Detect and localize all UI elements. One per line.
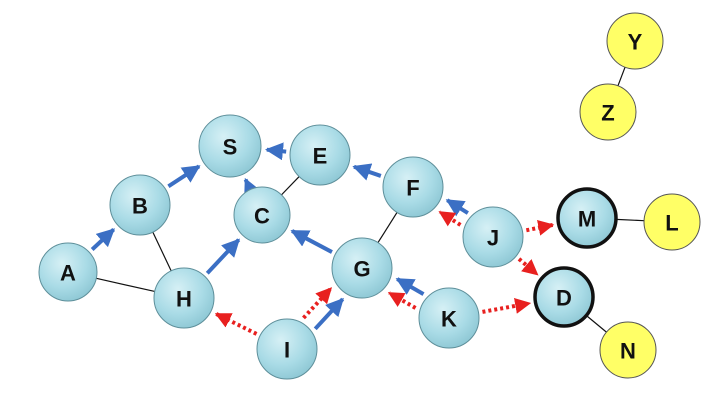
node-Y: Y [606,12,664,70]
node-label-A: A [60,261,76,286]
node-label-F: F [406,176,419,201]
node-Z: Z [579,83,637,141]
edge-arrow-E-S [265,142,287,161]
node-circle-E [289,124,351,186]
edge-dotted-arrow-J-M [525,219,555,236]
node-label-N: N [620,339,636,364]
node-label-E: E [313,144,328,169]
edge-arrow-K-G [395,277,425,296]
node-circle-A [38,242,98,302]
node-label-M: M [578,207,596,232]
node-label-J: J [487,226,499,251]
edge-arrow-H-C [205,238,241,275]
node-circle-S [198,114,262,178]
node-D: D [533,266,595,328]
node-circle-K [418,287,480,349]
edge-arrow-B-S [167,164,201,189]
node-label-D: D [556,286,572,311]
node-circle-Z [579,83,637,141]
edge-arrow-J-F [445,198,469,217]
node-L: L [643,193,701,251]
node-circle-C [233,186,291,244]
edge-line-Y-Z [617,66,626,87]
edge-arrow-F-E [352,163,382,181]
edge-line-C-E [281,176,300,196]
edge-dotted-arrow-J-F [438,210,462,227]
node-circle-N [599,321,657,379]
node-label-Y: Y [628,30,643,55]
node-label-L: L [665,211,678,236]
node-H: H [153,267,215,329]
node-J: J [462,206,524,268]
node-circle-M [556,187,618,249]
node-label-H: H [176,287,192,312]
edge-dotted-arrow-I-H [214,312,258,336]
node-label-K: K [441,307,457,332]
node-circle-I [256,318,318,380]
node-circle-D [533,266,595,328]
edge-arrow-I-G [313,297,345,331]
node-K: K [418,287,480,349]
edge-line-B-H [152,231,172,272]
node-E: E [289,124,351,186]
node-I: I [256,318,318,380]
edge-line-A-H [96,277,155,293]
node-label-S: S [223,135,238,160]
edge-line-D-N [585,315,607,333]
node-label-B: B [132,194,148,219]
node-circle-Y [606,12,664,70]
node-label-I: I [284,338,290,363]
edge-dotted-arrow-K-D [482,298,532,314]
edge-dotted-arrow-K-G [387,291,417,310]
node-G: G [331,237,393,299]
node-N: N [599,321,657,379]
edge-arrow-G-C [290,229,333,254]
node-circle-L [643,193,701,251]
node-circle-G [331,237,393,299]
node-circle-B [109,174,171,236]
node-circle-F [382,156,444,218]
node-label-Z: Z [601,101,614,126]
node-label-C: C [254,204,270,229]
edge-arrow-C-S [243,177,261,199]
node-circle-J [462,206,524,268]
node-S: S [198,114,262,178]
edge-arrow-A-B [90,228,116,251]
node-A: A [38,242,98,302]
edge-line-M-L [615,218,645,222]
node-M: M [556,187,618,249]
edge-dotted-arrow-I-G [302,286,333,320]
node-circle-H [153,267,215,329]
node-label-G: G [353,257,370,282]
edge-dotted-arrow-J-D [517,257,539,276]
node-B: B [109,174,171,236]
edge-layer [90,66,645,336]
node-layer: S E B C F A H G J K I M D Y Z L N [38,12,701,380]
edge-line-F-G [377,212,398,243]
node-F: F [382,156,444,218]
node-C: C [233,186,291,244]
